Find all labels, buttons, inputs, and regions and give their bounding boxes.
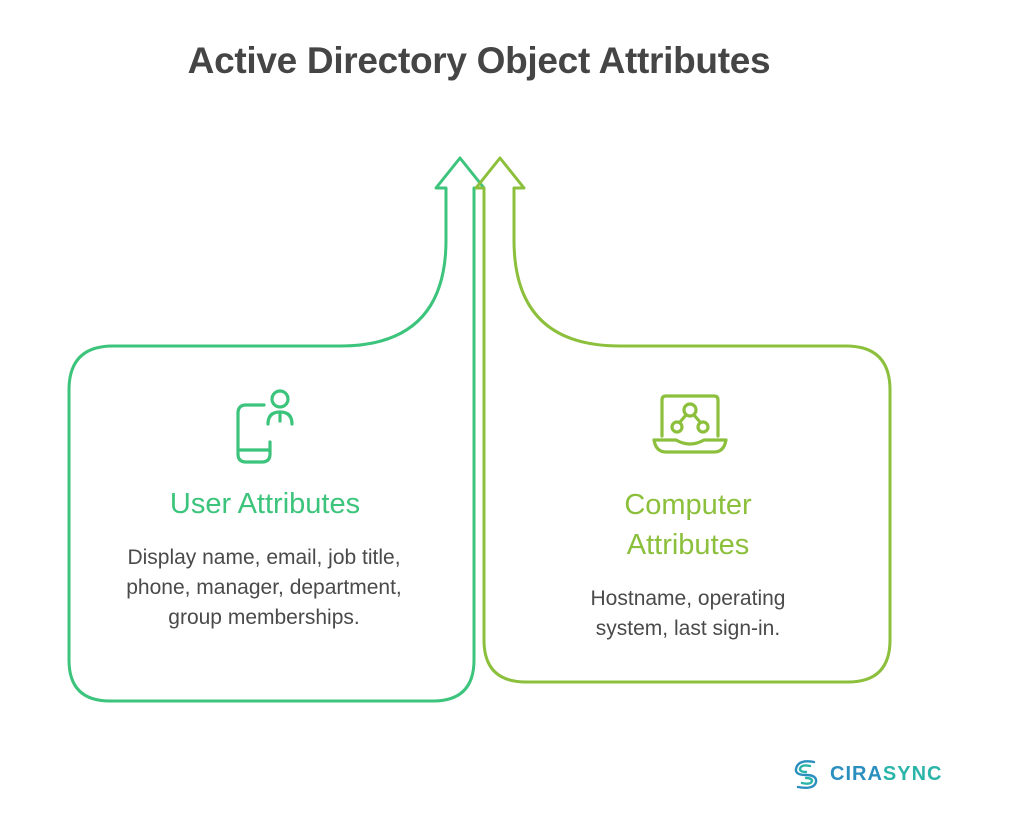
logo-text-sync: SYNC bbox=[882, 762, 943, 785]
cirasync-swirl-icon bbox=[794, 760, 818, 790]
computer-arrow-box-outline bbox=[474, 156, 892, 684]
computer-heading-line2: Attributes bbox=[626, 529, 750, 561]
laptop-network-icon bbox=[652, 394, 728, 454]
user-attributes-description: Display name, email, job title, phone, m… bbox=[126, 546, 402, 629]
computer-heading-line1: Computer bbox=[624, 489, 752, 521]
logo-text-cira: CIRA bbox=[830, 762, 883, 785]
cirasync-logo: CIRASYNC bbox=[790, 757, 942, 791]
user-attributes-heading: User Attributes bbox=[169, 488, 361, 520]
computer-attributes-description: Hostname, operating system, last sign-in… bbox=[590, 587, 786, 640]
mobile-user-icon bbox=[236, 389, 294, 464]
user-arrow-box bbox=[436, 158, 484, 250]
user-arrow-box-outline bbox=[67, 156, 486, 703]
computer-attributes-heading: Computer Attributes bbox=[540, 485, 836, 565]
page-title: Active Directory Object Attributes bbox=[187, 40, 771, 81]
